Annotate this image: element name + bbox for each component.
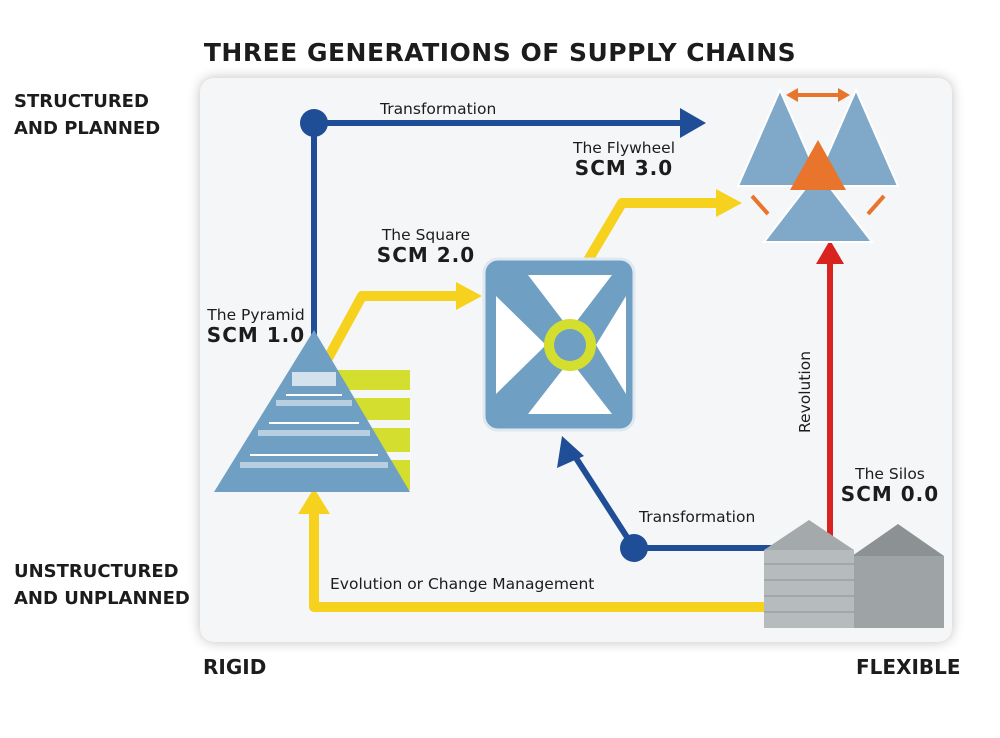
square-to-flywheel-arrow [582,189,742,265]
axis-rigid: RIGID [203,655,267,679]
pyramid-scm: SCM 1.0 [206,323,306,347]
top-transformation-label: Transformation [380,100,497,118]
axis-structured-planned: STRUCTURED AND PLANNED [14,91,161,139]
evolution-arrow [298,488,790,612]
square-name: The Square [381,226,471,244]
pyramid-graphic [214,330,410,492]
axis-unstructured-unplanned: UNSTRUCTURED AND UNPLANNED [14,561,190,609]
revolution-arrow [816,240,844,540]
flywheel-name: The Flywheel [572,139,676,157]
square-scm: SCM 2.0 [376,243,476,267]
flywheel-graphic [736,87,900,243]
top-transformation-arrow [300,108,706,340]
diagram-title: THREE GENERATIONS OF SUPPLY CHAINS [203,38,797,67]
square-graphic [482,257,636,432]
revolution-label: Revolution [796,350,814,434]
bottom-transformation-label: Transformation [639,508,756,526]
silos-graphic [764,520,944,628]
pyramid-name: The Pyramid [207,306,305,324]
evolution-label: Evolution or Change Management [330,575,595,593]
silos-scm: SCM 0.0 [840,482,940,506]
square-label: The Square SCM 2.0 [372,225,480,265]
axis-flexible: FLEXIBLE [856,655,961,679]
pyramid-to-square-arrow [321,282,482,365]
silos-label: The Silos SCM 0.0 [840,464,940,504]
flywheel-label: The Flywheel SCM 3.0 [560,138,688,178]
silos-name: The Silos [855,465,925,483]
flywheel-scm: SCM 3.0 [574,156,674,180]
pyramid-label: The Pyramid SCM 1.0 [200,305,312,345]
bottom-transformation-arrow [557,436,780,562]
